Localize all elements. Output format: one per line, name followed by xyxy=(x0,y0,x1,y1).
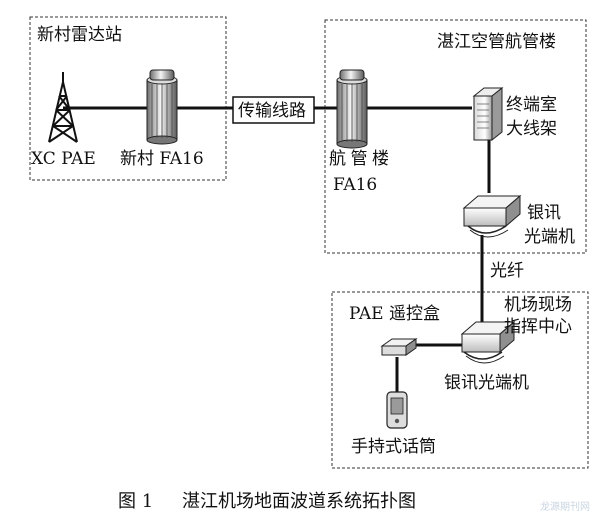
yinxun-optical-site-label: 银讯光端机 xyxy=(444,373,529,393)
zhanjiang-atc-label: 湛江空管航管楼 xyxy=(437,32,556,52)
atc-fa16-label-line1: 航管楼 xyxy=(329,149,389,169)
xincun-station-region xyxy=(29,16,227,181)
handheld-microphone-icon xyxy=(386,391,408,429)
terminal-rack-label-line1: 终端室 xyxy=(506,95,557,115)
atc-fa16-device-icon xyxy=(336,69,368,149)
figure-number: 图 1 xyxy=(118,491,153,512)
yinxun-optical-label-line2: 光端机 xyxy=(524,227,575,247)
transmission-line-label: 传输线路 xyxy=(238,101,306,121)
zhanjiang-atc-region xyxy=(324,19,587,254)
terminal-rack-label-line2: 大线架 xyxy=(506,119,557,139)
xincun-fa16-device-icon xyxy=(146,69,178,145)
terminal-rack-icon xyxy=(472,86,504,142)
command-center-label-line2: 指挥中心 xyxy=(504,317,572,337)
airport-command-region xyxy=(331,291,589,469)
fiber-label: 光纤 xyxy=(490,261,524,281)
atc-fa16-label-line2: FA16 xyxy=(333,175,377,195)
command-center-label-line1: 机场现场 xyxy=(504,295,572,315)
figure-title: 湛江机场地面波道系统拓扑图 xyxy=(182,491,416,512)
yinxun-optical-terminal-icon xyxy=(462,194,522,238)
pae-remote-box-label: PAE 遥控盒 xyxy=(349,304,440,324)
handheld-mic-label: 手持式话筒 xyxy=(351,437,436,457)
xincun-station-label: 新村雷达站 xyxy=(37,25,122,45)
xc-pae-label: XC PAE xyxy=(31,149,96,169)
transmission-line-box xyxy=(232,96,315,124)
yinxun-optical-label-line1: 银讯 xyxy=(527,203,561,223)
watermark: 龙源期刊网 xyxy=(540,500,590,513)
pae-remote-box-icon xyxy=(380,338,418,356)
antenna-tower-icon xyxy=(48,72,78,143)
yinxun-optical-terminal-site-icon xyxy=(460,320,516,364)
xincun-fa16-label: 新村 FA16 xyxy=(120,149,204,169)
